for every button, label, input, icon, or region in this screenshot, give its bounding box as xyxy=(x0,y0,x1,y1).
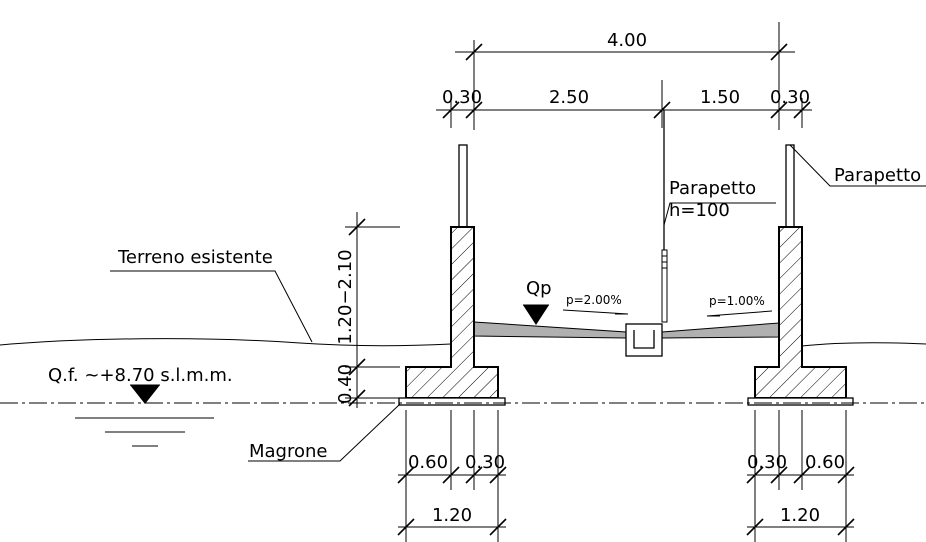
lean-concrete-label: Magrone xyxy=(249,441,328,462)
qp-label: Qp xyxy=(526,278,552,299)
dim-left-toe: 0.60 xyxy=(408,452,448,473)
slope-left-label: p=2.00% xyxy=(566,293,622,307)
dim-right-wall: 0.30 xyxy=(770,87,810,108)
ground-line-right xyxy=(801,342,926,347)
qp-marker xyxy=(523,305,549,325)
deck-annotations: Qp p=2.00% p=1.00% xyxy=(523,278,773,325)
dim-wall-height: 1.20−2.10 xyxy=(335,249,356,344)
parapet-labels: Parapetto h=100 Parapetto xyxy=(663,144,926,226)
water-level: Q.f. ~+8.70 s.l.m.m. xyxy=(0,365,926,447)
center-parapet-height: h=100 xyxy=(669,200,730,221)
top-dimensions: 4.00 0.30 2.50 1.50 0.30 xyxy=(436,22,812,130)
ground: Terreno esistente xyxy=(0,247,926,347)
vertical-dimensions: 1.20−2.10 0.40 xyxy=(335,212,400,408)
slope-right-label: p=1.00% xyxy=(709,294,765,308)
center-railing-post xyxy=(661,249,668,323)
water-level-marker xyxy=(130,385,160,404)
right-parapet-label: Parapetto xyxy=(834,165,921,186)
ground-line-left xyxy=(0,338,452,347)
dim-left-footing-total: 1.20 xyxy=(432,505,472,526)
right-wall xyxy=(747,226,854,406)
bottom-dimensions-left: 0.60 0.30 1.20 xyxy=(397,410,507,542)
dim-left-wall: 0.30 xyxy=(442,87,482,108)
parapets xyxy=(458,110,795,323)
left-parapet xyxy=(458,144,468,228)
deck xyxy=(473,321,780,357)
dim-left-footing-wall: 0.30 xyxy=(465,452,505,473)
left-lean-concrete xyxy=(398,397,506,406)
dim-right-toe: 0.60 xyxy=(805,452,845,473)
dim-right-span: 1.50 xyxy=(700,87,740,108)
dim-footing-height: 0.40 xyxy=(335,364,356,404)
right-parapet xyxy=(785,144,795,228)
dim-top-width: 4.00 xyxy=(607,30,647,51)
deck-slab-right xyxy=(661,322,780,339)
water-level-label: Q.f. ~+8.70 s.l.m.m. xyxy=(48,365,233,386)
dim-right-footing-wall: 0.30 xyxy=(747,452,787,473)
left-wall xyxy=(398,226,506,406)
dim-right-footing-total: 1.20 xyxy=(780,505,820,526)
existing-ground-label: Terreno esistente xyxy=(117,247,273,268)
bottom-dimensions-right: 0.30 0.60 1.20 xyxy=(746,410,855,542)
dim-left-span: 2.50 xyxy=(549,87,589,108)
drainage-channel xyxy=(625,323,663,357)
center-parapet-label: Parapetto xyxy=(669,178,756,199)
deck-slab-left xyxy=(473,321,627,339)
right-lean-concrete xyxy=(747,397,854,406)
lean-concrete-label-group: Magrone xyxy=(248,403,401,462)
